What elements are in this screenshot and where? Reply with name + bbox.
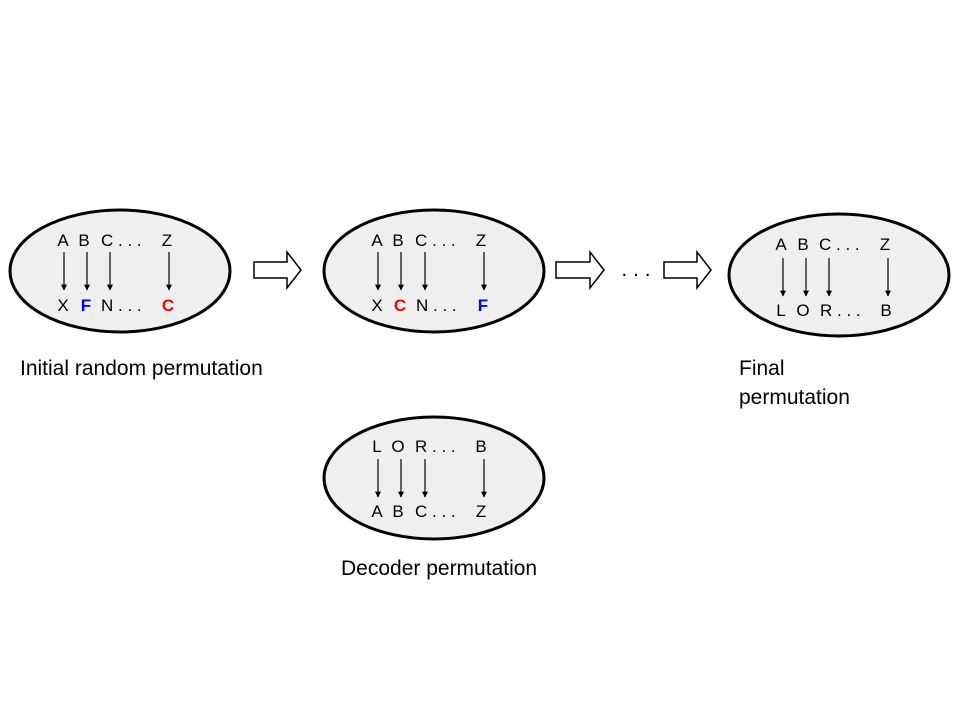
- top-letter: R . . .: [415, 437, 456, 456]
- bottom-letter: A: [371, 502, 383, 521]
- bottom-letter: C . . .: [415, 502, 456, 521]
- bottom-letter-highlight-red: C: [162, 296, 174, 315]
- ellipse-shape: [727, 212, 951, 338]
- caption-final-line1: Final: [739, 357, 785, 380]
- ellipse-shape: [322, 208, 546, 334]
- top-letter: B: [392, 231, 403, 250]
- ellipse-initial-permutation: A B C . . . Z X F N . . . C: [8, 208, 232, 334]
- bottom-letter: R . . .: [820, 301, 861, 320]
- top-letter: A: [371, 231, 383, 250]
- bottom-letter: N . . .: [101, 296, 142, 315]
- top-letter: C . . .: [819, 235, 860, 254]
- top-letter: O: [391, 437, 404, 456]
- bottom-letter: B: [392, 502, 403, 521]
- bottom-letter: X: [57, 296, 68, 315]
- top-letter: Z: [476, 231, 486, 250]
- bottom-letter: Z: [476, 502, 486, 521]
- ellipse-decoder-permutation: L O R . . . B A B C . . . Z: [322, 415, 546, 541]
- flow-arrow: [253, 249, 302, 291]
- caption-final-line2: permutation: [739, 386, 850, 409]
- top-letter: B: [78, 231, 89, 250]
- top-letter: Z: [162, 231, 172, 250]
- bottom-letter-highlight-blue: F: [81, 296, 91, 315]
- ellipse-shape: [8, 208, 232, 334]
- flow-arrow: [663, 249, 712, 291]
- bottom-letter-highlight-blue: F: [478, 296, 488, 315]
- ellipse-intermediate-permutation: A B C . . . Z X C N . . . F: [322, 208, 546, 334]
- caption-decoder-permutation: Decoder permutation: [341, 557, 537, 580]
- ellipse-shape: [322, 415, 546, 541]
- top-letter: C . . .: [101, 231, 142, 250]
- top-letter: A: [57, 231, 69, 250]
- bottom-letter: N . . .: [416, 296, 457, 315]
- top-letter: L: [372, 437, 381, 456]
- ellipsis-between-stages: . . .: [621, 258, 650, 281]
- top-letter: C . . .: [415, 231, 456, 250]
- bottom-letter: L: [776, 301, 785, 320]
- bottom-letter: X: [371, 296, 382, 315]
- bottom-letter: O: [796, 301, 809, 320]
- caption-initial-permutation: Initial random permutation: [20, 357, 263, 380]
- top-letter: B: [797, 235, 808, 254]
- bottom-letter-highlight-red: C: [394, 296, 406, 315]
- top-letter: Z: [880, 235, 890, 254]
- top-letter: A: [775, 235, 787, 254]
- bottom-letter: B: [880, 301, 891, 320]
- ellipse-final-permutation: A B C . . . Z L O R . . . B: [727, 212, 951, 338]
- flow-arrow: [555, 249, 605, 291]
- top-letter: B: [475, 437, 486, 456]
